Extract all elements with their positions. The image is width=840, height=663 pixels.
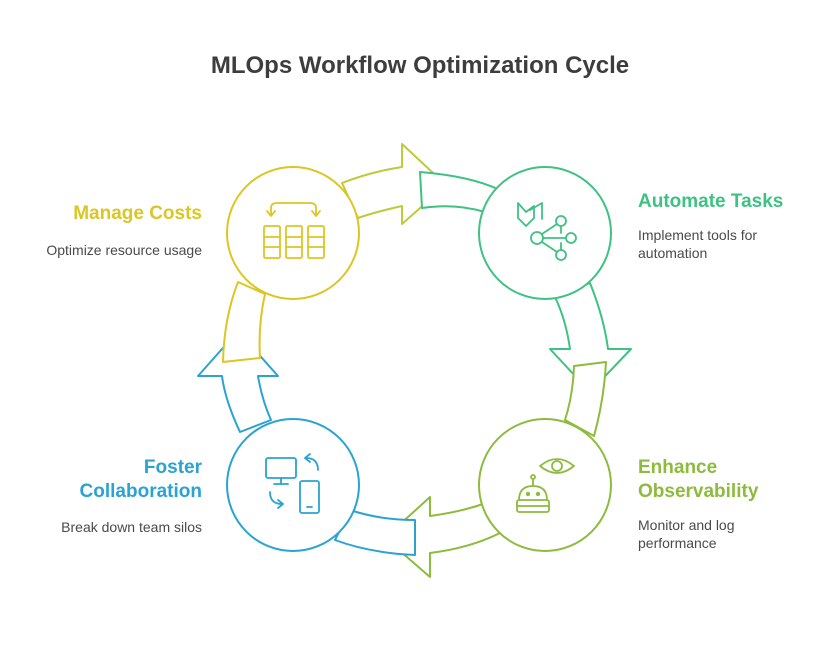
table-refresh-icon	[263, 202, 325, 259]
step-desc-manage-costs: Optimize resource usage	[46, 242, 202, 258]
node-enhance-observability	[478, 418, 612, 552]
step-title-automate-tasks: Automate Tasks	[638, 191, 784, 212]
node-foster-collaboration	[226, 418, 360, 552]
step-desc-enhance-observability: Monitor and log performance	[638, 517, 735, 551]
step-title-manage-costs: Manage Costs	[73, 203, 202, 224]
step-title-foster-collaboration: Foster Collaboration	[79, 457, 202, 502]
diagram-title: MLOps Workflow Optimization Cycle	[210, 52, 630, 79]
devices-sync-icon	[265, 453, 320, 514]
step-title-enhance-observability: Enhance Observability	[638, 457, 759, 502]
robot-eye-icon	[516, 458, 575, 513]
network-automation-icon	[517, 202, 577, 261]
step-desc-foster-collaboration: Break down team silos	[61, 519, 202, 535]
step-desc-automate-tasks: Implement tools for automation	[638, 227, 758, 261]
arc-collaboration-to-costs-tail	[222, 281, 266, 363]
node-manage-costs	[226, 166, 360, 300]
